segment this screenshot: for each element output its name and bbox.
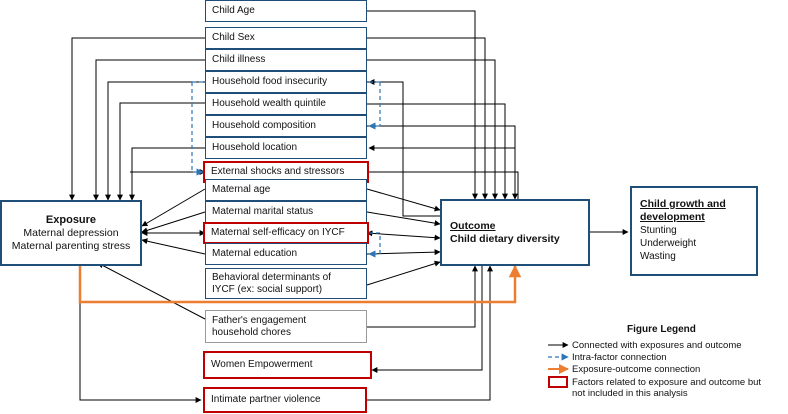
growth-item: Stunting [640, 225, 677, 236]
factor-maternal-age: Maternal age [205, 179, 367, 201]
legend-red-box: Factors related to exposure and outcome … [572, 377, 762, 399]
factor-child-illness: Child illness [205, 49, 367, 71]
factor-behavioral-determinants: Behavioral determinants of IYCF (ex: soc… [205, 268, 367, 299]
factor-women-empowerment: Women Empowerment [203, 351, 372, 379]
factor-household-location: Household location [205, 137, 367, 159]
legend-intra: Intra-factor connection [572, 352, 667, 363]
factor-maternal-self-efficacy: Maternal self-efficacy on IYCF [203, 222, 369, 244]
child-growth-box: Child growth and development Stunting Un… [630, 186, 758, 276]
legend-symbols [548, 342, 569, 388]
factor-maternal-marital-status: Maternal marital status [205, 201, 367, 223]
factor-household-composition: Household composition [205, 115, 367, 137]
factor-child-age: Child Age [205, 0, 367, 22]
legend-connected: Connected with exposures and outcome [572, 340, 742, 351]
exposure-title: Exposure [45, 213, 97, 226]
factor-maternal-education: Maternal education [205, 243, 367, 265]
growth-item: Underweight [640, 238, 697, 249]
factor-intimate-partner-violence: Intimate partner violence [203, 387, 367, 413]
legend-title: Figure Legend [627, 324, 696, 335]
factor-household-food-insecurity: Household food insecurity [205, 71, 367, 93]
outcome-box: Outcome Child dietary diversity [440, 199, 590, 266]
factor-household-wealth-quintile: Household wealth quintile [205, 93, 367, 115]
growth-item: Wasting [640, 251, 676, 262]
factor-father-engagement: Father's engagement household chores [205, 310, 367, 343]
legend-exposure-outcome: Exposure-outcome connection [572, 364, 701, 375]
factor-child-sex: Child Sex [205, 27, 367, 49]
exposure-outcome-arrow [78, 264, 522, 304]
outcome-title: Outcome [450, 219, 496, 232]
exposure-box: Exposure Maternal depression Maternal pa… [0, 200, 142, 266]
